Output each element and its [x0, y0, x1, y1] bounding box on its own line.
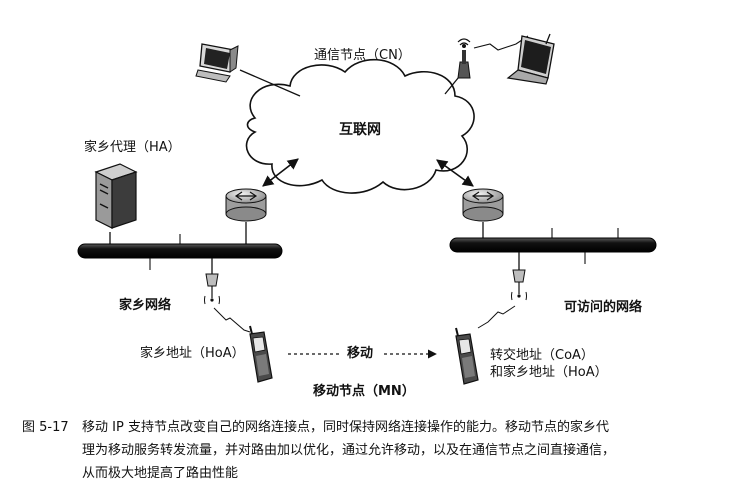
wireless-link-home — [213, 307, 251, 333]
caption-number: 图 5-17 — [22, 420, 69, 435]
link-cn-desktop — [239, 69, 301, 97]
mobile-phone-icon — [455, 327, 479, 385]
wireless-link-visited — [477, 305, 516, 329]
access-point-icon — [511, 269, 527, 301]
caption-line: 理为移动服务转发流量，并对路由加以优化，通过允许移动，以及在通信节点之间直接通信… — [82, 443, 616, 458]
laptop-icon — [506, 33, 555, 85]
visited-network-label: 可访问的网络 — [564, 300, 643, 315]
link-cloud-home-router — [262, 158, 299, 187]
care-of-address-label: 转交地址（CoA） — [490, 348, 594, 363]
home-address-label: 家乡地址（HoA） — [140, 346, 245, 361]
home-network-label: 家乡网络 — [119, 298, 172, 313]
home-address-label-2: 和家乡地址（HoA） — [490, 365, 608, 380]
mobile-node-label: 移动节点（MN） — [313, 384, 415, 399]
caption-line: 移动 IP 支持节点改变自己的网络连接点，同时保持网络连接操作的能力。移动节点的… — [82, 420, 609, 435]
link-cloud-visited-router — [436, 159, 474, 187]
caption-text: 移动 IP 支持节点改变自己的网络连接点，同时保持网络连接操作的能力。移动节点的… — [82, 416, 712, 485]
access-point-icon — [204, 273, 220, 305]
internet-label: 互联网 — [339, 122, 381, 138]
visited-network-bus — [449, 222, 657, 272]
server-icon — [94, 163, 138, 229]
router-icon — [225, 188, 267, 222]
router-icon — [462, 188, 504, 222]
wireless-link-laptop — [473, 35, 529, 51]
home-network-bus — [77, 222, 283, 276]
wireless-antenna-icon — [457, 38, 471, 79]
ha-label: 家乡代理（HA） — [84, 140, 181, 155]
caption-line: 从而极大地提高了路由性能 — [82, 466, 239, 481]
move-label: 移动 — [347, 346, 374, 361]
mobile-phone-icon — [249, 325, 273, 383]
cn-label: 通信节点（CN） — [314, 48, 411, 63]
desktop-computer-icon — [195, 43, 239, 83]
